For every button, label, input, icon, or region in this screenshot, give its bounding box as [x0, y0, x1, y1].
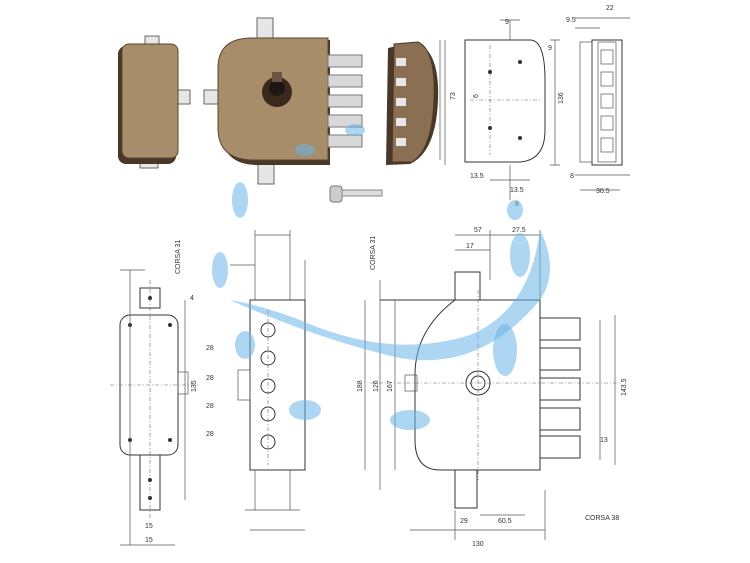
dim-right-bottom-b: 60.5 — [498, 518, 512, 525]
label-corsa-31-left: CORSA 31 — [175, 240, 182, 274]
dim-right-left-c: 167 — [387, 380, 394, 392]
lock-back-plate — [118, 35, 191, 169]
dim-left-b: 6 — [473, 94, 480, 98]
dim-right-left-b: 126 — [373, 380, 380, 392]
dim-left-bottom-a: 15 — [145, 523, 153, 530]
top-right-front-view: 9 9 73 6 136 13.5 13.5 8 — [439, 19, 565, 208]
dim-right-bottom-a: 29 — [460, 518, 468, 525]
dim-side-top-a: 9.5 — [566, 17, 576, 24]
key-icon — [329, 185, 383, 203]
dim-left-total: 135 — [191, 380, 198, 392]
watermark — [212, 124, 550, 430]
dim-right-mid: 136 — [558, 92, 565, 104]
dim-side-bottom-b: 30.5 — [596, 188, 610, 195]
dim-col-4: 28 — [206, 431, 214, 438]
label-corsa-31-right: CORSA 31 — [370, 236, 377, 270]
top-right-side-view: 9.5 22 8 30.5 — [566, 5, 630, 195]
label-corsa-38: CORSA 38 — [585, 515, 619, 522]
dim-right-a: 143.5 — [621, 378, 628, 396]
dim-right-top-a: 57 — [474, 227, 482, 234]
dim-col-1: 28 — [206, 345, 214, 352]
dim-right-top-b: 27.5 — [512, 227, 526, 234]
dim-col-3: 28 — [206, 403, 214, 410]
dim-right-top-c: 17 — [466, 243, 474, 250]
dim-left-bottom-b: 15 — [145, 537, 153, 544]
bottom-middle-view — [230, 230, 306, 531]
dim-side-top-b: 22 — [606, 5, 614, 12]
dim-bottom-b: 13.5 — [510, 187, 524, 194]
dim-right-top: 9 — [548, 45, 552, 52]
dim-right-total: 130 — [472, 541, 484, 548]
bottom-right-view: CORSA 31 57 27.5 17 188 126 167 143.5 13… — [357, 227, 628, 548]
dim-top: 9 — [505, 19, 509, 26]
lock-main-body — [203, 17, 383, 203]
dim-side-bottom-a: 8 — [570, 173, 574, 180]
dim-left-top: 4 — [190, 295, 194, 302]
dim-col-2: 28 — [206, 375, 214, 382]
dim-right-b: 13 — [600, 437, 608, 444]
dim-bottom-a: 13.5 — [470, 173, 484, 180]
dim-right-left-a: 188 — [357, 380, 364, 392]
lock-keeper — [386, 41, 439, 165]
dim-left-a: 73 — [450, 92, 457, 100]
bottom-left-view: CORSA 31 4 28 28 28 28 135 15 15 — [110, 240, 214, 546]
